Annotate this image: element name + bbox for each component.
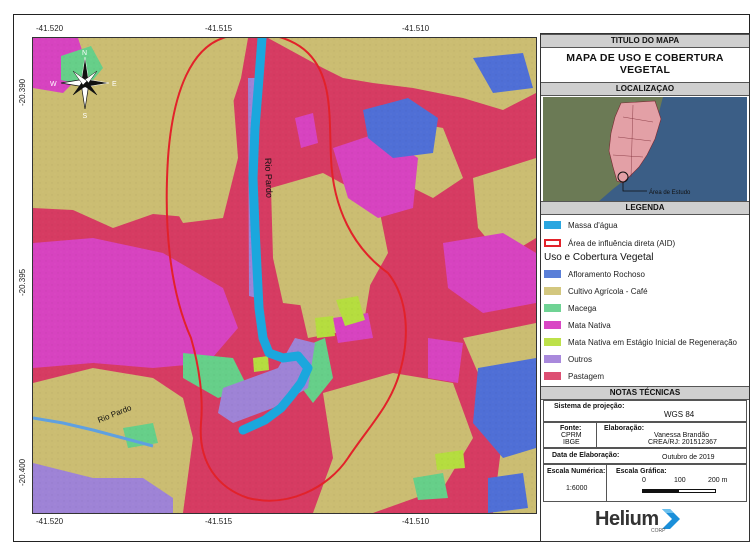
x-tick-top: -41.520 <box>36 24 64 33</box>
legend-label: Área de influência direta (AID) <box>568 238 676 248</box>
imagery-texture <box>33 38 536 513</box>
logo-subtext: CORP <box>651 528 666 534</box>
legend-swatch <box>544 221 561 229</box>
author-line: Vanessa Brandão <box>654 432 710 439</box>
x-tick-top: -41.510 <box>402 24 430 33</box>
legend-item-mata-nativa: Mata Nativa <box>544 319 611 331</box>
x-tick-top: -41.515 <box>205 24 233 33</box>
legend-item-aid: Área de influência direta (AID) <box>544 237 675 249</box>
inset-map-canvas: Área de Estudo <box>543 97 747 202</box>
map-info-panel: TITULO DO MAPA MAPA DE USO E COBERTURA V… <box>540 33 750 542</box>
scale-tick-label: 100 <box>674 477 686 484</box>
x-tick-bottom: -41.515 <box>205 517 233 526</box>
legend-item-mata-inicial: Mata Nativa em Estágio Inicial de Regene… <box>544 336 737 348</box>
source-box: Fonte: CPRM IBGE Elaboração: Vanessa Bra… <box>543 422 747 448</box>
date-box: Data de Elaboração: Outubro de 2019 <box>543 448 747 464</box>
title-header: TITULO DO MAPA <box>541 34 749 48</box>
projection-box: Sistema de projeção: WGS 84 <box>543 400 747 422</box>
legend-item-pastagem: Pastagem <box>544 370 604 382</box>
graphic-scale-label: Escala Gráfica: <box>616 468 667 475</box>
legend-swatch <box>544 372 561 380</box>
company-logo: Helium CORP <box>595 507 682 534</box>
legend-swatch <box>544 287 561 295</box>
legend-label: Mata Nativa <box>568 320 611 330</box>
logo-text: Helium <box>595 507 659 530</box>
logo-icon <box>661 509 680 529</box>
svg-text:W: W <box>50 81 57 88</box>
land-use-map[interactable]: Rio Pardo Rio Pardo N S E W <box>32 37 537 514</box>
legend-label: Mata Nativa em Estágio Inicial de Regene… <box>568 337 737 347</box>
legend-item-cafe: Cultivo Agrícola - Café <box>544 285 648 297</box>
y-tick-left: -20.395 <box>18 268 27 296</box>
north-arrow-icon: N S E W <box>50 50 117 120</box>
author-line: CREA/RJ: 201512367 <box>648 439 717 446</box>
legend-label: Afloramento Rochoso <box>568 269 645 279</box>
legend-label: Massa d'água <box>568 220 618 230</box>
scale-box: Escala Numérica: 1:6000 Escala Gráfica: … <box>543 464 747 502</box>
location-header: LOCALIZAÇAO <box>541 82 749 96</box>
legend-label: Outros <box>568 354 593 364</box>
inset-study-area-label: Área de Estudo <box>649 189 691 196</box>
svg-text:S: S <box>83 113 88 120</box>
legend-item-afloramento: Afloramento Rochoso <box>544 268 645 280</box>
svg-text:N: N <box>82 50 87 57</box>
y-tick-left: -20.390 <box>18 78 27 106</box>
legend-swatch <box>544 304 561 312</box>
numeric-scale-label: Escala Numérica: <box>547 468 606 475</box>
scale-tick-label: 200 m <box>708 477 728 484</box>
map-title: MAPA DE USO E COBERTURA VEGETAL <box>566 52 724 76</box>
legend-swatch <box>544 239 561 247</box>
legend-header: LEGENDA <box>541 201 749 215</box>
location-inset-map: Área de Estudo <box>543 97 747 202</box>
legend-item-water: Massa d'água <box>544 219 618 231</box>
author-label: Elaboração: <box>604 425 645 432</box>
source-line: IBGE <box>563 439 580 446</box>
y-tick-left: -20.400 <box>18 458 27 486</box>
legend-swatch <box>544 270 561 278</box>
map-canvas: Rio Pardo Rio Pardo N S E W <box>33 38 536 513</box>
river <box>238 38 313 435</box>
date-value: Outubro de 2019 <box>662 454 715 461</box>
legend-swatch <box>544 338 561 346</box>
numeric-scale-value: 1:6000 <box>566 485 588 492</box>
river-label: Rio Pardo <box>263 158 274 198</box>
scale-bar <box>642 489 716 493</box>
legend-swatch <box>544 321 561 329</box>
legend-swatch <box>544 355 561 363</box>
x-tick-bottom: -41.520 <box>36 517 64 526</box>
scale-tick-label: 0 <box>642 477 646 484</box>
svg-text:E: E <box>112 81 117 88</box>
aid-boundary <box>165 38 407 502</box>
projection-label: Sistema de projeção: <box>554 403 625 410</box>
river-tributary <box>33 416 154 448</box>
notes-header: NOTAS TÉCNICAS <box>541 386 749 400</box>
source-label: Fonte: <box>560 425 582 432</box>
projection-value: WGS 84 <box>664 410 695 419</box>
land-use-subtitle: Uso e Cobertura Vegetal <box>544 252 654 263</box>
legend-item-macega: Macega <box>544 302 596 314</box>
legend-label: Macega <box>568 303 597 313</box>
legend-item-outros: Outros <box>544 353 592 365</box>
x-tick-bottom: -41.510 <box>402 517 430 526</box>
legend-label: Pastagem <box>568 371 605 381</box>
date-label: Data de Elaboração: <box>552 452 620 459</box>
source-line: CPRM <box>561 432 582 439</box>
legend-label: Cultivo Agrícola - Café <box>568 286 648 296</box>
inset-state-highlight <box>608 100 662 184</box>
